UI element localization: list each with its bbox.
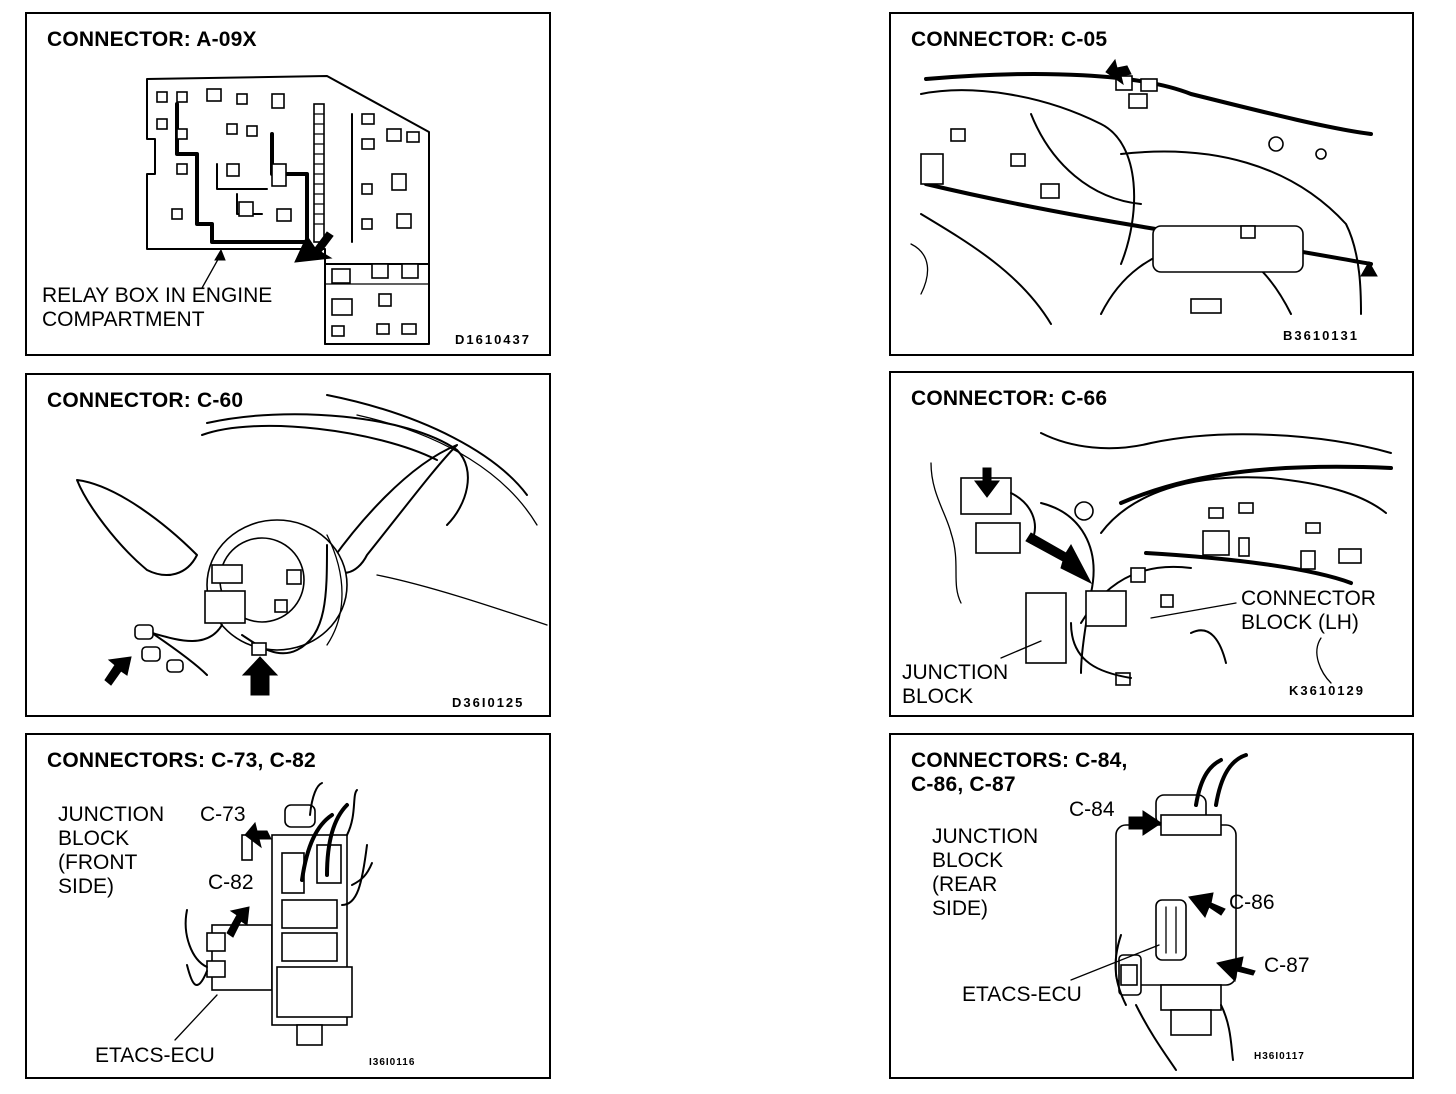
steering-column-illustration	[76, 394, 548, 696]
panel-title: CONNECTOR: C-60	[47, 389, 244, 412]
panel-connector-c05: CONNECTOR: C-05 B3610131	[889, 12, 1414, 356]
relay-box-illustration	[146, 75, 430, 345]
c84-label: C-84	[1069, 798, 1115, 821]
junction-block-label-line2: BLOCK	[58, 827, 130, 850]
panel-title: CONNECTOR: C-66	[911, 387, 1108, 410]
junction-block-label-line3: (FRONT	[58, 851, 138, 874]
junction-block-label-line1: JUNCTION	[58, 803, 165, 826]
etacs-ecu-label: ETACS-ECU	[962, 983, 1082, 1006]
panel-title-line2: C-86, C-87	[911, 773, 1016, 796]
junction-block-label-line2: BLOCK	[902, 685, 974, 708]
figure-code: K3610129	[1289, 683, 1365, 698]
panel-connectors-c73-c82: CONNECTORS: C-73, C-82 JUNCTION BLOCK (F…	[25, 733, 551, 1079]
panel-connector-c60: CONNECTOR: C-60 D36I0125	[25, 373, 551, 717]
panel-title: CONNECTORS: C-73, C-82	[47, 749, 316, 772]
relay-box-label-line2: COMPARTMENT	[42, 308, 205, 331]
junction-block-rear-illustration	[1070, 753, 1256, 1071]
figure-code: H36I0117	[1254, 1051, 1305, 1062]
c86-label: C-86	[1229, 891, 1275, 914]
panel-connector-c66: CONNECTOR: C-66 CONNECTOR BLOCK (LH) JUN…	[889, 371, 1414, 717]
figure-code: B3610131	[1283, 328, 1359, 343]
junction-block-label-line3: (REAR	[932, 873, 998, 896]
relay-box-label-line1: RELAY BOX IN ENGINE	[42, 284, 273, 307]
junction-block-label-line1: JUNCTION	[902, 661, 1009, 684]
panel-title-line1: CONNECTORS: C-84,	[911, 749, 1128, 772]
panel-connector-a09x: CONNECTOR: A-09X RELAY BOX IN ENGINE COM…	[25, 12, 551, 356]
junction-block-label-line1: JUNCTION	[932, 825, 1039, 848]
c87-label: C-87	[1264, 954, 1310, 977]
panel-title: CONNECTOR: A-09X	[47, 28, 257, 51]
junction-block-label-line4: SIDE)	[932, 897, 989, 920]
connector-block-label-line1: CONNECTOR	[1241, 587, 1376, 610]
junction-block-label-line2: BLOCK	[932, 849, 1004, 872]
figure-code: I36I0116	[369, 1057, 416, 1068]
panel-title: CONNECTOR: C-05	[911, 28, 1108, 51]
dashboard-harness-illustration	[910, 58, 1378, 325]
connector-block-label-line2: BLOCK (LH)	[1241, 611, 1359, 634]
junction-block-label-line4: SIDE)	[58, 875, 115, 898]
c82-label: C-82	[208, 871, 254, 894]
figure-code: D36I0125	[452, 695, 525, 710]
panel-connectors-c84-c86-c87: CONNECTORS: C-84, C-86, C-87 C-84 JUNCTI…	[889, 733, 1414, 1079]
junction-block-area-illustration	[930, 432, 1393, 686]
etacs-ecu-label: ETACS-ECU	[95, 1044, 215, 1067]
figure-code: D1610437	[455, 332, 531, 347]
junction-block-front-illustration	[174, 782, 373, 1046]
c73-label: C-73	[200, 803, 246, 826]
